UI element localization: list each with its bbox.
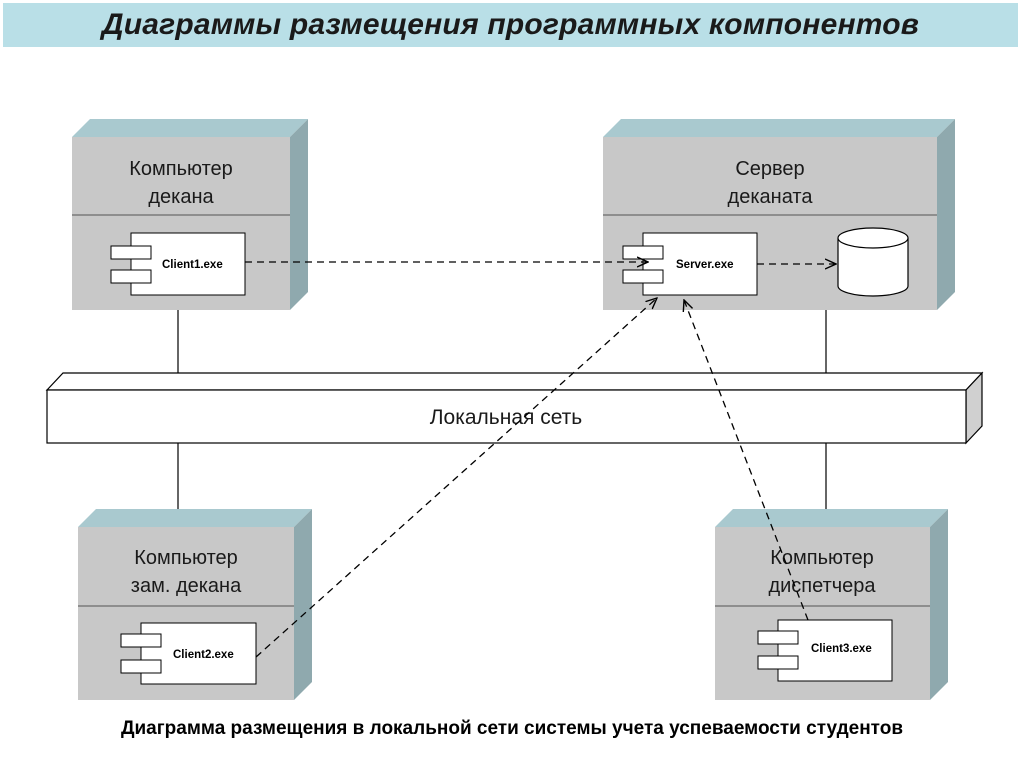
node-title-line2: диспетчера (768, 575, 876, 597)
page-title: Диаграммы размещения программных компоне… (101, 8, 920, 41)
node-title-line1: Сервер (735, 158, 804, 180)
node-side-face (930, 509, 948, 700)
node-dean-pc: Компьютер декана Client1.exe (72, 119, 308, 310)
component-label: Client3.exe (811, 643, 872, 655)
title-bar: Диаграммы размещения программных компоне… (3, 3, 1018, 47)
node-server: Сервер деканата Server.exe (603, 119, 955, 310)
component-client2: Client2.exe (120, 622, 257, 685)
node-top-face (715, 509, 948, 527)
component-client3: Client3.exe (757, 619, 893, 682)
component-port (120, 633, 162, 648)
node-top-face (72, 119, 308, 137)
node-side-face (937, 119, 955, 310)
node-title-line2: деканата (728, 186, 814, 208)
node-dispatcher-pc: Компьютер диспетчера Client3.exe (715, 509, 948, 700)
node-title-line2: зам. декана (131, 575, 242, 597)
component-port (110, 245, 152, 260)
dependencies (245, 262, 836, 658)
node-title-line2: декана (148, 186, 214, 208)
component-body (130, 232, 246, 296)
network-connectors (177, 310, 827, 509)
database-body (837, 238, 909, 297)
component-port (757, 655, 799, 670)
node-side-face (294, 509, 312, 700)
dependency-client2-server (255, 298, 657, 658)
component-label: Server.exe (676, 259, 734, 271)
network-label: Локальная сеть (430, 406, 583, 429)
node-title-line1: Компьютер (134, 547, 238, 569)
network-top-face (45, 372, 984, 391)
component-body (140, 622, 257, 685)
component-body (777, 619, 893, 682)
component-port (622, 269, 664, 284)
dependency-client3-server (684, 300, 809, 621)
node-top-face (603, 119, 955, 137)
node-title-line1: Компьютер (770, 547, 874, 569)
node-side-face (290, 119, 308, 310)
component-label: Client1.exe (162, 259, 223, 271)
component-port (120, 659, 162, 674)
network-front-face (46, 389, 967, 444)
component-label: Client2.exe (173, 649, 234, 661)
component-port (757, 630, 799, 645)
node-deputy-pc: Компьютер зам. декана Client2.exe (78, 509, 312, 700)
network-node: Локальная сеть (45, 371, 984, 445)
component-server: Server.exe (622, 232, 758, 296)
component-client1: Client1.exe (110, 232, 246, 296)
database-icon (837, 227, 909, 297)
node-top-face (78, 509, 312, 527)
database-top (837, 227, 909, 249)
node-title-line1: Компьютер (129, 158, 233, 180)
component-port (110, 269, 152, 284)
component-body (642, 232, 758, 296)
component-port (622, 245, 664, 260)
diagram-caption: Диаграмма размещения в локальной сети си… (120, 718, 904, 739)
